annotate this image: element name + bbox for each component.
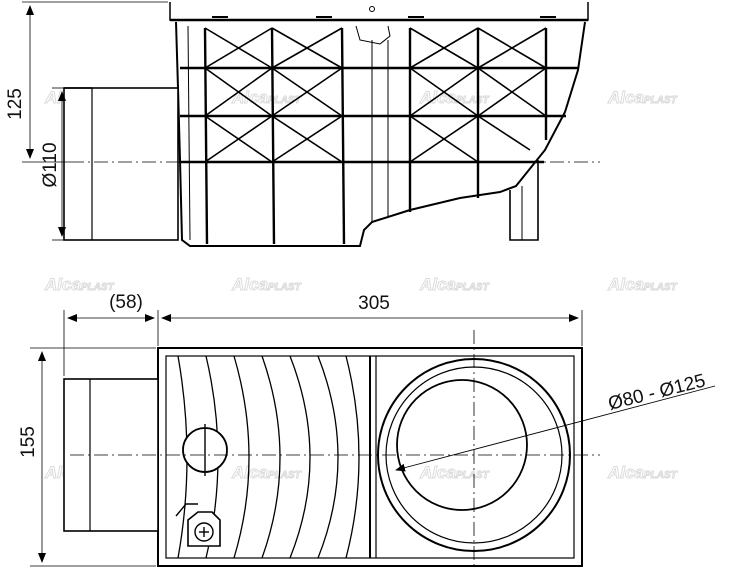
side-view: [63, 2, 600, 247]
svg-text:AlcaPLAST: AlcaPLAST: [44, 275, 115, 294]
top-view: [63, 330, 600, 568]
watermark: AlcaPLAST: [419, 463, 490, 483]
svg-text:AlcaPLAST: AlcaPLAST: [231, 275, 302, 294]
watermark: AlcaPLAST: [231, 275, 302, 295]
total-length-dimension: 305: [358, 293, 390, 314]
watermark: AlcaPLAST: [607, 88, 678, 108]
svg-text:AlcaPLAST: AlcaPLAST: [419, 275, 490, 294]
inlet-range-dimension: Ø80 - Ø125: [606, 370, 707, 414]
svg-text:AlcaPLAST: AlcaPLAST: [231, 463, 302, 482]
height-dimension: 125: [5, 88, 26, 120]
watermark: AlcaPLAST: [607, 275, 678, 295]
width-dimension: 155: [18, 426, 39, 458]
outlet-length-dimension: (58): [109, 292, 143, 313]
svg-text:AlcaPLAST: AlcaPLAST: [231, 88, 302, 107]
outlet-diameter-dimension: Ø110: [40, 142, 61, 187]
side-dimensions: 125 Ø110: [5, 1, 168, 241]
svg-text:AlcaPLAST: AlcaPLAST: [419, 463, 490, 482]
watermark: AlcaPLAST: [231, 88, 302, 108]
watermark: AlcaPLAST: [44, 275, 115, 295]
watermark: AlcaPLAST: [607, 463, 678, 483]
watermark: AlcaPLAST: [231, 463, 302, 483]
svg-text:AlcaPLAST: AlcaPLAST: [607, 463, 678, 482]
svg-text:AlcaPLAST: AlcaPLAST: [607, 88, 678, 107]
svg-text:AlcaPLAST: AlcaPLAST: [607, 275, 678, 294]
watermark: AlcaPLAST: [419, 275, 490, 295]
